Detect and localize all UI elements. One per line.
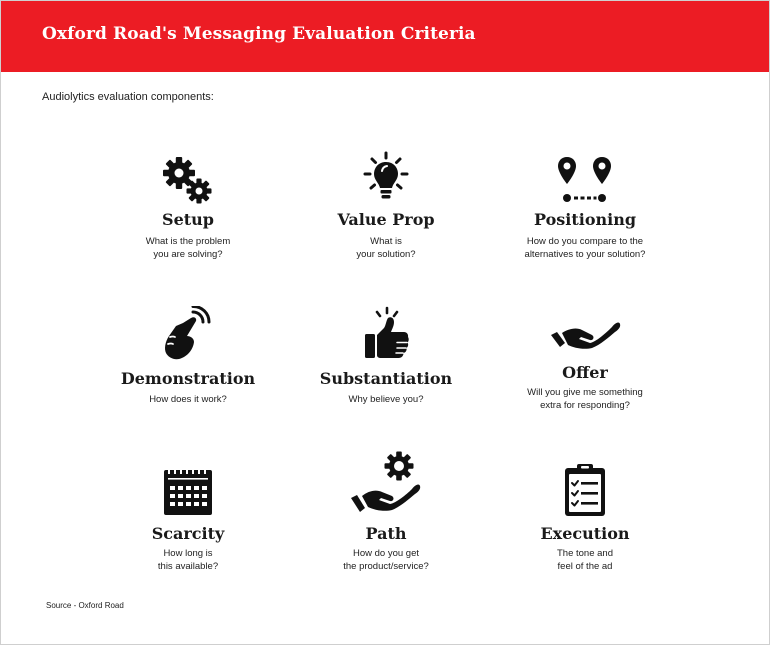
criteria-title: Execution [540, 524, 630, 543]
open-hand-icon [548, 315, 622, 355]
hand-tap-icon [163, 306, 215, 360]
criteria-title: Demonstration [120, 369, 256, 388]
intro-text: Audiolytics evaluation components: [42, 91, 214, 103]
criteria-title: Value Prop [337, 210, 435, 229]
criteria-title: Setup [162, 210, 214, 229]
gears-icon [161, 153, 215, 207]
criteria-substantiation: Substantiation Why believe you? [291, 306, 481, 411]
criteria-title: Path [365, 524, 407, 543]
clipboard-checklist-icon [564, 463, 606, 517]
page-title: Oxford Road's Messaging Evaluation Crite… [42, 24, 476, 44]
map-pins-icon [557, 155, 613, 205]
criteria-title: Offer [562, 363, 608, 382]
criteria-description: Why believe you? [348, 394, 424, 405]
criteria-title: Scarcity [151, 524, 225, 543]
header-banner: Oxford Road's Messaging Evaluation Crite… [1, 1, 769, 72]
criteria-title: Positioning [533, 210, 637, 229]
criteria-title: Substantiation [319, 369, 453, 388]
criteria-demonstration: Demonstration How does it work? [93, 306, 283, 411]
lightbulb-icon [362, 151, 410, 203]
hand-gear-icon [349, 450, 423, 520]
calendar-icon [163, 466, 213, 516]
thumbs-up-icon [363, 306, 411, 360]
criteria-description: How does it work? [149, 394, 227, 405]
source-note: Source - Oxford Road [46, 601, 124, 610]
